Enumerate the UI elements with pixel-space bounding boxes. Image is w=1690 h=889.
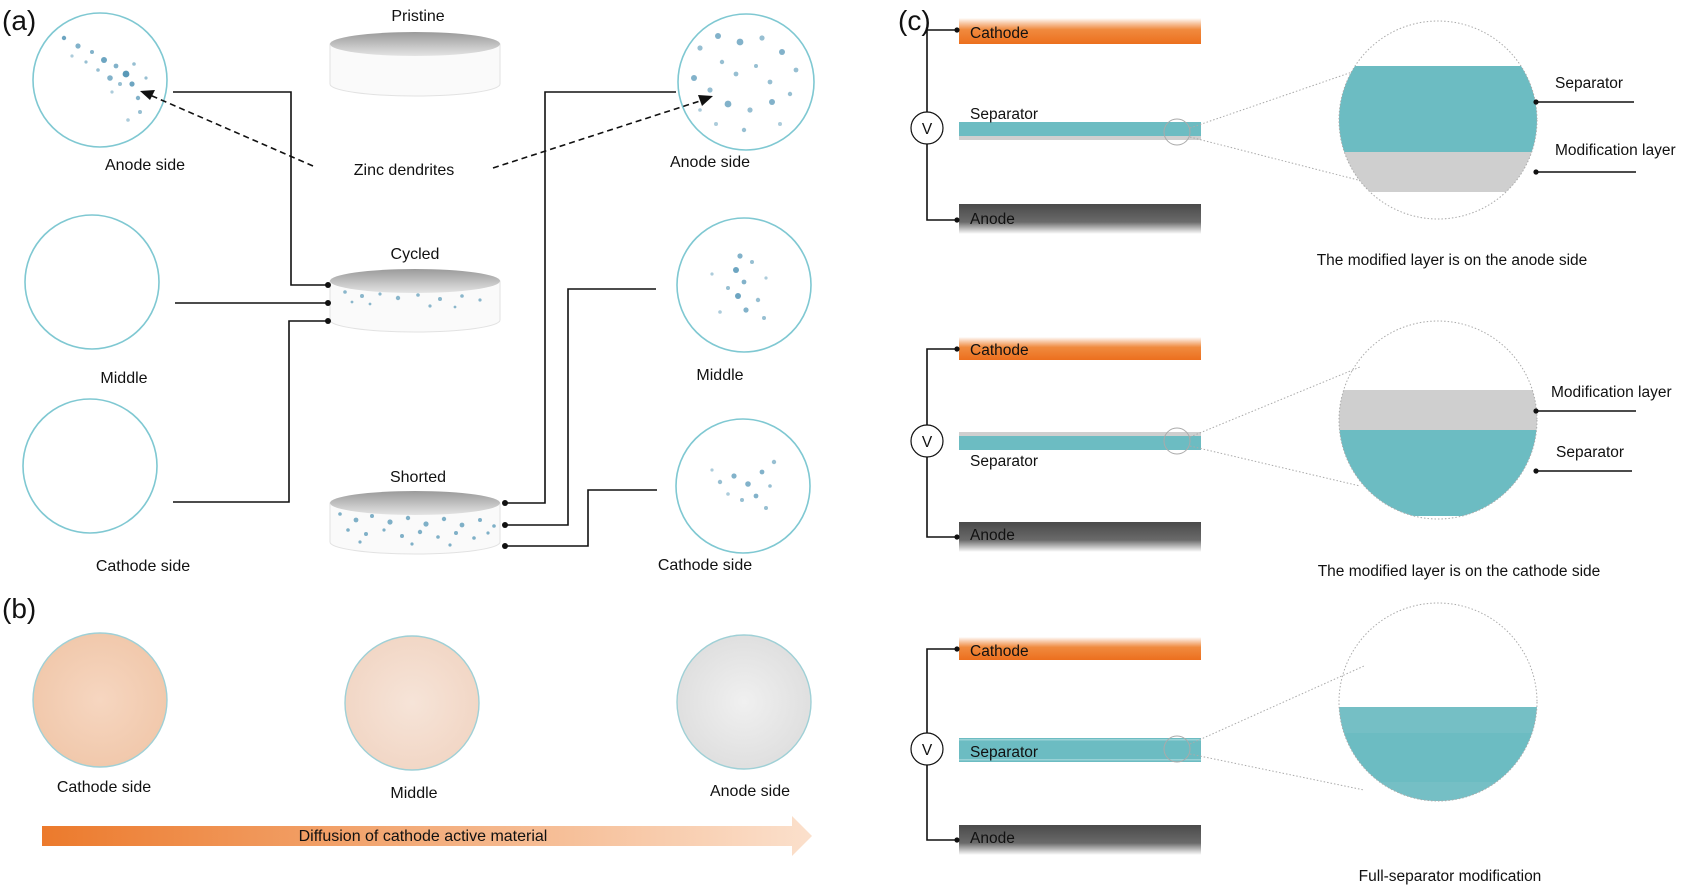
zoom-circle bbox=[1338, 602, 1538, 802]
cathode-electrode bbox=[959, 18, 1201, 44]
separator-photo-cathode bbox=[32, 632, 168, 768]
label-right-cathode: Cathode side bbox=[658, 557, 752, 574]
cathode-electrode bbox=[959, 337, 1201, 360]
separator-layer bbox=[959, 122, 1201, 136]
label-b-anode: Anode side bbox=[710, 783, 790, 800]
label-c1-zoom-modification: Modification layer bbox=[1555, 142, 1676, 159]
dendrite-cluster bbox=[710, 253, 768, 320]
label-c1-anode: Anode bbox=[970, 211, 1015, 228]
zoom-circle bbox=[1338, 320, 1538, 520]
cylinder-pristine bbox=[329, 32, 501, 97]
label-c2-anode: Anode bbox=[970, 527, 1015, 544]
micrograph-left-cathode bbox=[22, 398, 158, 534]
modification-layer bbox=[959, 136, 1201, 140]
diffusion-arrow bbox=[42, 816, 812, 856]
label-c1-separator: Separator bbox=[970, 106, 1038, 123]
label-c2-cathode: Cathode bbox=[970, 342, 1029, 359]
cathode-electrode bbox=[959, 637, 1201, 660]
cell-config-full-separator bbox=[910, 602, 1538, 855]
label-b-cathode: Cathode side bbox=[57, 779, 151, 796]
dendrite-cluster bbox=[691, 33, 799, 133]
label-c3-cathode: Cathode bbox=[970, 643, 1029, 660]
zoom-circle bbox=[1338, 20, 1538, 220]
anode-electrode bbox=[959, 522, 1201, 552]
micrograph-right-middle bbox=[676, 217, 812, 353]
voltmeter-label: V bbox=[922, 121, 933, 138]
separator-layer bbox=[959, 738, 1201, 762]
zoom-marker bbox=[1163, 118, 1191, 146]
label-c3-separator: Separator bbox=[970, 744, 1038, 761]
voltmeter-icon bbox=[910, 732, 944, 766]
label-c1-cathode: Cathode bbox=[970, 25, 1029, 42]
connector-wires-right bbox=[502, 91, 676, 549]
label-b-middle: Middle bbox=[390, 785, 437, 802]
voltmeter-icon bbox=[910, 424, 944, 458]
voltmeter-label: V bbox=[922, 434, 933, 451]
separator-photo-anode bbox=[676, 634, 812, 770]
cylinder-cycled bbox=[329, 269, 501, 333]
dendrite-cluster bbox=[61, 35, 148, 122]
panel-label-c: (c) bbox=[898, 5, 931, 36]
label-pristine: Pristine bbox=[391, 8, 444, 25]
cell-config-anode-side bbox=[910, 18, 1636, 234]
caption-full-separator: Full-separator modification bbox=[1359, 868, 1542, 885]
zoom-marker bbox=[1163, 427, 1191, 455]
anode-electrode bbox=[959, 825, 1201, 855]
voltmeter-icon bbox=[910, 111, 944, 145]
connector-wires-left bbox=[173, 91, 331, 503]
label-zinc-dendrites: Zinc dendrites bbox=[354, 162, 455, 179]
micrograph-right-anode bbox=[677, 13, 815, 151]
label-c2-zoom-separator: Separator bbox=[1556, 444, 1624, 461]
label-c3-anode: Anode bbox=[970, 830, 1015, 847]
label-left-middle: Middle bbox=[100, 370, 147, 387]
panel-label-a: (a) bbox=[2, 5, 36, 36]
separator-photo-middle bbox=[344, 635, 480, 771]
anode-electrode bbox=[959, 204, 1201, 234]
micrograph-left-anode bbox=[32, 12, 168, 148]
diffusion-arrow-label: Diffusion of cathode active material bbox=[299, 828, 548, 845]
label-c2-zoom-modification: Modification layer bbox=[1551, 384, 1672, 401]
separator-layer bbox=[959, 436, 1201, 450]
label-left-cathode: Cathode side bbox=[96, 558, 190, 575]
label-right-anode: Anode side bbox=[670, 154, 750, 171]
dashed-arrow-right bbox=[492, 95, 713, 169]
label-c2-separator: Separator bbox=[970, 453, 1038, 470]
label-cycled: Cycled bbox=[391, 246, 440, 263]
label-c1-zoom-separator: Separator bbox=[1555, 75, 1623, 92]
caption-anode-side: The modified layer is on the anode side bbox=[1317, 252, 1588, 269]
panel-label-b: (b) bbox=[2, 593, 36, 624]
dashed-arrow-left bbox=[140, 90, 314, 167]
micrograph-right-cathode bbox=[675, 418, 811, 554]
cylinder-shorted bbox=[329, 491, 501, 555]
label-left-anode: Anode side bbox=[105, 157, 185, 174]
micrograph-left-middle bbox=[24, 214, 160, 350]
dendrite-cluster bbox=[710, 459, 777, 510]
zoom-marker bbox=[1163, 735, 1191, 763]
voltmeter-label: V bbox=[922, 742, 933, 759]
label-right-middle: Middle bbox=[696, 367, 743, 384]
caption-cathode-side: The modified layer is on the cathode sid… bbox=[1318, 563, 1601, 580]
modification-layer bbox=[959, 432, 1201, 436]
label-shorted: Shorted bbox=[390, 469, 446, 486]
